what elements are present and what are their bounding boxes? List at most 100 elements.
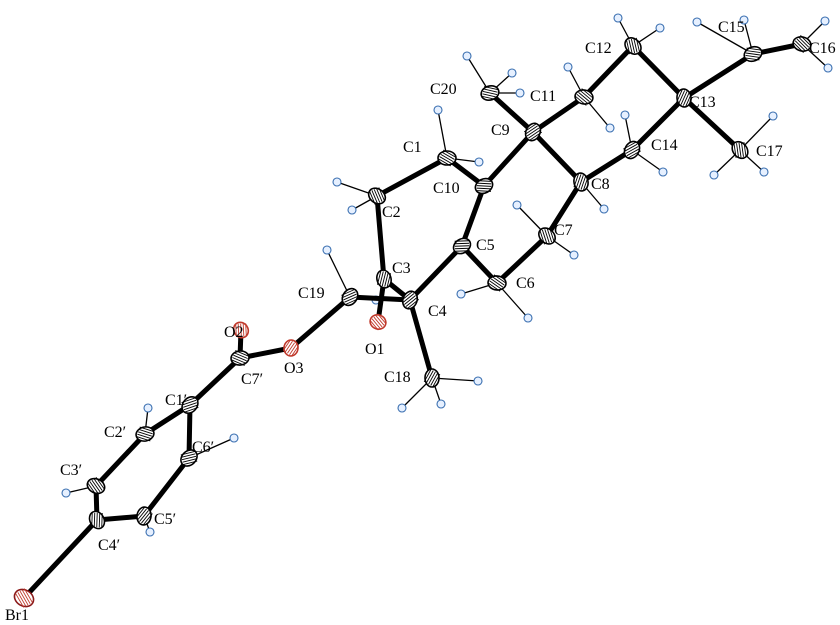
- atom-label-c4: C4: [428, 303, 447, 320]
- atom-c1p: [181, 396, 199, 414]
- atom-label-c3p: C3′: [60, 462, 82, 479]
- atom-label-c8: C8: [591, 176, 610, 193]
- atom-c4: [400, 290, 420, 310]
- atom-o2: [232, 321, 250, 339]
- atom-label-c3: C3: [392, 260, 411, 277]
- hydrogen-atom: [347, 205, 357, 215]
- hydrogen-atom: [599, 204, 609, 214]
- bond-c9-c20: [487, 90, 536, 135]
- label-layer: C1C2C3C4C5C6C7C8C9C10C11C12C13C14C15C16C…: [5, 19, 836, 624]
- atom-o1: [369, 313, 387, 331]
- atom-c8: [573, 172, 589, 192]
- hydrogen-atom: [739, 15, 749, 25]
- hydrogen-atom: [456, 289, 466, 299]
- bond-c13-c14: [629, 95, 687, 153]
- atom-o3: [282, 339, 300, 357]
- atom-c3p: [86, 476, 106, 496]
- hydrogen-atom: [474, 157, 484, 167]
- hydrogen-atom: [397, 403, 407, 413]
- hydrogen-atom: [569, 250, 579, 260]
- atom-label-c5p: C5′: [154, 511, 176, 528]
- hydrogen-atom: [820, 16, 830, 26]
- atom-c10: [474, 177, 494, 195]
- h-bond-c1-0: [437, 109, 448, 159]
- hydrogen-atom: [692, 17, 702, 27]
- atom-c11: [574, 88, 594, 106]
- hydrogen-atom: [768, 111, 778, 121]
- atom-c6: [487, 274, 507, 292]
- atom-c9: [523, 122, 543, 142]
- bond-c7-c8: [544, 179, 584, 239]
- hydrogen-atom: [709, 170, 719, 180]
- hydrogen-atom: [473, 376, 483, 386]
- bond-c11-c12: [581, 43, 636, 100]
- atom-label-c5: C5: [476, 237, 495, 254]
- bond-c14-c8: [578, 147, 635, 185]
- atom-label-c2: C2: [382, 204, 401, 221]
- atom-c13: [676, 88, 692, 108]
- atom-label-c15: C15: [718, 19, 745, 36]
- bond-c2-c3: [374, 193, 387, 282]
- hydrogen-atom: [823, 63, 833, 73]
- atom-c5p: [135, 506, 153, 526]
- atom-c2: [367, 187, 387, 205]
- atom-label-c7: C7: [554, 222, 573, 239]
- atom-label-c19: C19: [298, 285, 325, 302]
- atom-c3: [376, 269, 392, 289]
- atom-label-o3: O3: [284, 360, 304, 377]
- bond-c8-c9: [530, 129, 584, 185]
- hydrogen-atom: [229, 433, 239, 443]
- hydrogen-atom: [523, 313, 533, 323]
- atom-label-c11: C11: [530, 88, 556, 105]
- atom-label-c14: C14: [651, 137, 678, 154]
- atom-c16: [792, 35, 812, 53]
- hydrogen-atom: [613, 13, 623, 23]
- hydrogen-atom: [436, 399, 446, 409]
- atom-label-c17: C17: [756, 143, 783, 160]
- bond-layer: [21, 41, 805, 601]
- hydrogen-atom: [145, 527, 155, 537]
- atom-label-c16: C16: [809, 40, 836, 57]
- atom-label-c1p: C1′: [165, 392, 187, 409]
- atom-label-c10: C10: [433, 180, 460, 197]
- atom-label-o1: O1: [365, 341, 385, 358]
- bond-c4-c18: [407, 297, 435, 381]
- atom-c14: [623, 140, 641, 160]
- bond-c4p-br1: [21, 517, 100, 601]
- atom-c4p: [88, 510, 106, 530]
- atom-c7: [538, 227, 556, 245]
- atom-c12: [624, 37, 642, 55]
- hydrogen-atom: [61, 488, 71, 498]
- atom-layer: [13, 35, 812, 608]
- h-bond-c19-0: [326, 249, 351, 298]
- hydrogen-atom: [462, 51, 472, 61]
- bond-c7p-c1p: [187, 355, 243, 408]
- hydrogen-atom: [512, 200, 522, 210]
- atom-label-c20: C20: [430, 81, 457, 98]
- atom-br1: [13, 588, 35, 608]
- atom-label-c6p: C6′: [192, 439, 214, 456]
- hydrogen-atom: [759, 167, 769, 177]
- bond-c4-c5: [407, 243, 465, 303]
- hydrogen-atom: [515, 88, 525, 98]
- atom-label-c2p: C2′: [104, 424, 126, 441]
- atom-label-c13: C13: [689, 94, 716, 111]
- hydrogen-atom: [620, 110, 630, 120]
- atom-label-c1: C1: [403, 139, 422, 156]
- atom-c15: [743, 45, 763, 63]
- bond-c6-c7: [494, 233, 550, 286]
- bond-c1-c2: [374, 155, 450, 199]
- atom-c2p: [135, 426, 155, 442]
- atom-c19: [341, 287, 359, 307]
- hydrogen-atom: [332, 177, 342, 187]
- atom-c6p: [180, 449, 198, 467]
- h-bond-c15-0: [696, 21, 754, 55]
- bond-c13-c15: [681, 51, 756, 101]
- hydrogen-atom: [322, 245, 332, 255]
- bond-c9-c10: [481, 129, 536, 189]
- atom-label-c18: C18: [384, 369, 411, 386]
- atom-label-br1: Br1: [5, 607, 29, 624]
- hydrogen-atom: [143, 403, 153, 413]
